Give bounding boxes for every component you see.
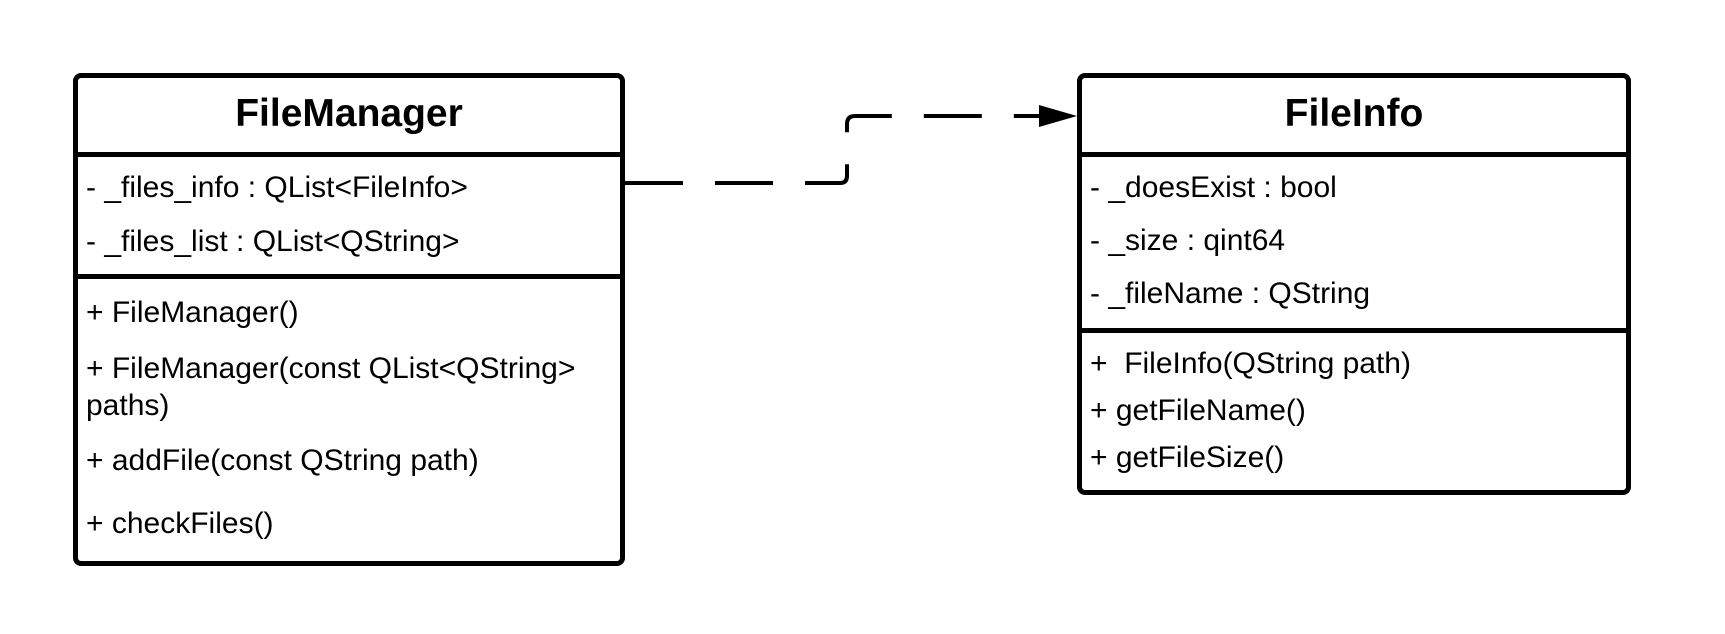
class-name: FileManager <box>78 78 620 157</box>
attribute-size: - _size : qint64 <box>1090 224 1286 257</box>
operation-constructor: + FileInfo(QString path) <box>1090 347 1411 380</box>
attribute-file-name: - _fileName : QString <box>1090 277 1371 310</box>
attribute-files-info: - _files_info : QList<FileInfo> <box>86 171 468 204</box>
dependency-dashed-line <box>625 114 1045 185</box>
attribute-files-list: - _files_list : QList<QString> <box>86 225 460 258</box>
operation-check-files: + checkFiles() <box>86 507 274 540</box>
operation-get-file-name: + getFileName() <box>1090 394 1306 427</box>
attributes-section: - _doesExist : bool - _size : qint64 - _… <box>1082 157 1626 333</box>
operation-get-file-size: + getFileSize() <box>1090 441 1285 474</box>
attribute-does-exist: - _doesExist : bool <box>1090 171 1337 204</box>
operation-constructor: + FileManager() <box>86 296 299 329</box>
attributes-section: - _files_info : QList<FileInfo> - _files… <box>78 157 620 279</box>
dependency-arrowhead <box>1039 105 1077 127</box>
operation-add-file: + addFile(const QString path) <box>86 444 479 477</box>
operations-section: + FileManager() + FileManager(const QLis… <box>78 279 620 541</box>
operation-constructor-paths: + FileManager(const QList<QString> paths… <box>86 352 576 422</box>
class-filemanager[interactable]: FileManager - _files_info : QList<FileIn… <box>73 73 625 566</box>
class-fileinfo[interactable]: FileInfo - _doesExist : bool - _size : q… <box>1077 73 1631 495</box>
operations-section: + FileInfo(QString path) + getFileName()… <box>1082 333 1626 475</box>
class-name: FileInfo <box>1082 78 1626 157</box>
